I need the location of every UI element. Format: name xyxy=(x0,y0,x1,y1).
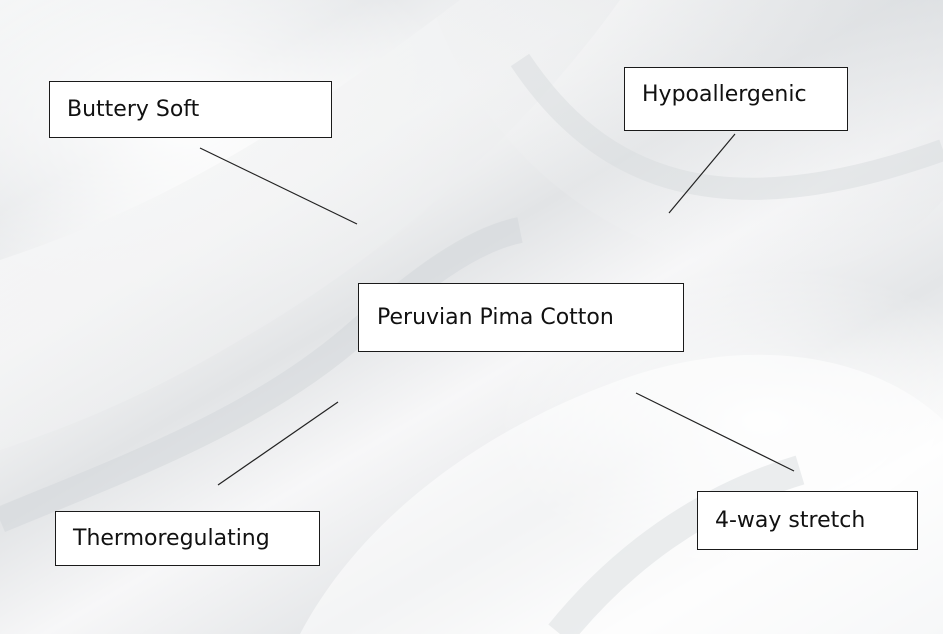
center-label: Peruvian Pima Cotton xyxy=(377,305,614,330)
feature-label: Buttery Soft xyxy=(67,97,200,122)
feature-box-buttery-soft: Buttery Soft xyxy=(49,81,332,138)
feature-label: Hypoallergenic xyxy=(642,82,807,107)
center-box-peruvian-pima-cotton: Peruvian Pima Cotton xyxy=(358,283,684,352)
feature-box-thermoregulating: Thermoregulating xyxy=(55,511,320,566)
feature-label: 4-way stretch xyxy=(715,508,866,533)
feature-box-4-way-stretch: 4-way stretch xyxy=(697,491,918,550)
feature-box-hypoallergenic: Hypoallergenic xyxy=(624,67,848,131)
feature-label: Thermoregulating xyxy=(73,526,270,551)
